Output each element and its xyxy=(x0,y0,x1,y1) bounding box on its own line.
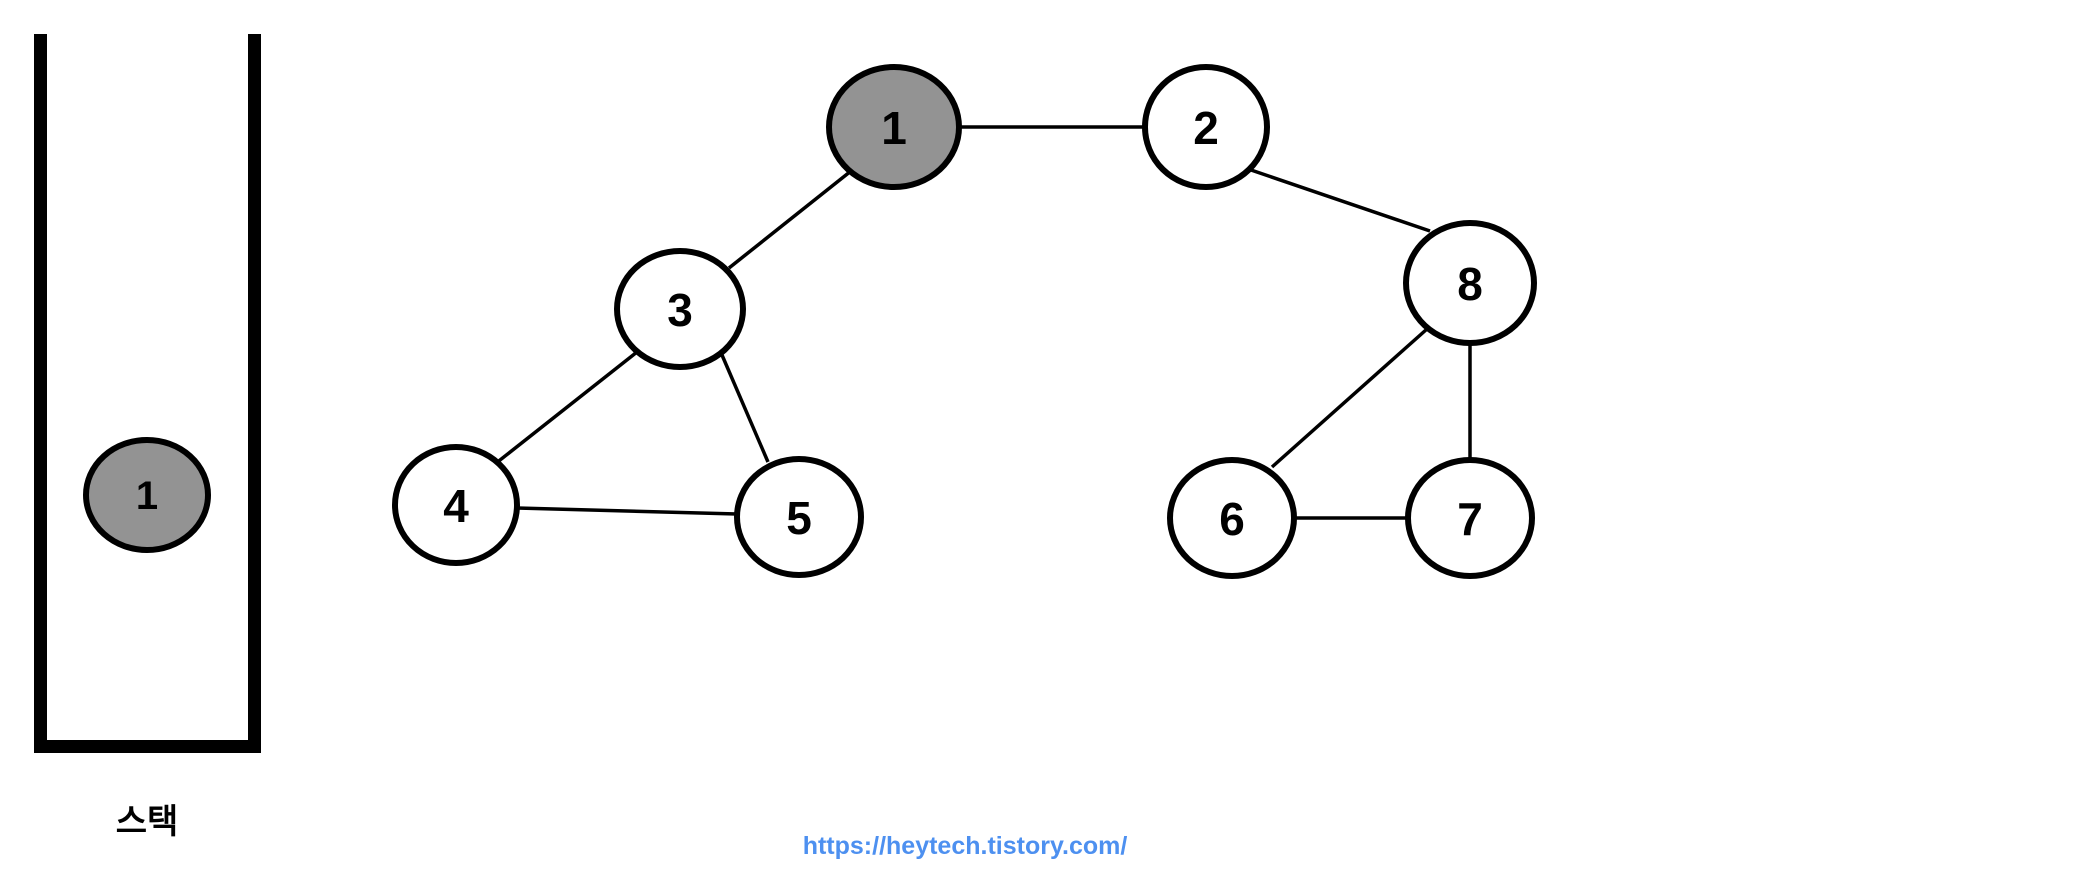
node-circle-3[interactable] xyxy=(614,248,746,370)
edge-8-6 xyxy=(1270,327,1429,469)
graph-node-1[interactable]: 1 xyxy=(826,64,962,190)
node-label-3: 3 xyxy=(667,284,693,336)
graph-node-4[interactable]: 4 xyxy=(392,444,520,566)
graph-node-5[interactable]: 5 xyxy=(734,456,864,578)
node-label-6: 6 xyxy=(1219,493,1245,545)
stack-item-circle[interactable] xyxy=(83,437,211,553)
node-circle-7[interactable] xyxy=(1405,457,1535,579)
stack-bottom-wall xyxy=(34,740,261,753)
node-circle-5[interactable] xyxy=(734,456,864,578)
node-circle-4[interactable] xyxy=(392,444,520,566)
edge-2-8 xyxy=(1250,168,1431,233)
node-circle-6[interactable] xyxy=(1167,457,1297,579)
node-circle-1[interactable] xyxy=(826,64,962,190)
stack-right-wall xyxy=(248,34,261,753)
stack-item-value: 1 xyxy=(136,474,158,518)
graph-node-6[interactable]: 6 xyxy=(1167,457,1297,579)
edge-1-3 xyxy=(727,169,853,270)
graph-node-3[interactable]: 3 xyxy=(614,248,746,370)
node-label-1: 1 xyxy=(881,102,907,154)
edge-3-4 xyxy=(493,350,639,466)
stack-container xyxy=(34,34,261,753)
node-circle-8[interactable] xyxy=(1403,220,1537,346)
stack-item[interactable]: 1 xyxy=(83,437,211,553)
graph-node-8[interactable]: 8 xyxy=(1403,220,1537,346)
node-label-8: 8 xyxy=(1457,258,1483,310)
node-label-7: 7 xyxy=(1457,493,1483,545)
watermark-url[interactable]: https://heytech.tistory.com/ xyxy=(803,832,1128,860)
node-circle-2[interactable] xyxy=(1142,64,1270,190)
node-label-2: 2 xyxy=(1193,102,1219,154)
stack-caption: 스택 xyxy=(116,802,179,842)
node-label-4: 4 xyxy=(443,480,469,532)
graph-node-2[interactable]: 2 xyxy=(1142,64,1270,190)
graph-edges xyxy=(493,125,1472,520)
graph-node-7[interactable]: 7 xyxy=(1405,457,1535,579)
node-label-5: 5 xyxy=(786,492,812,544)
edge-3-5 xyxy=(720,354,770,463)
edge-4-5 xyxy=(516,506,738,516)
stack-left-wall xyxy=(34,34,47,753)
